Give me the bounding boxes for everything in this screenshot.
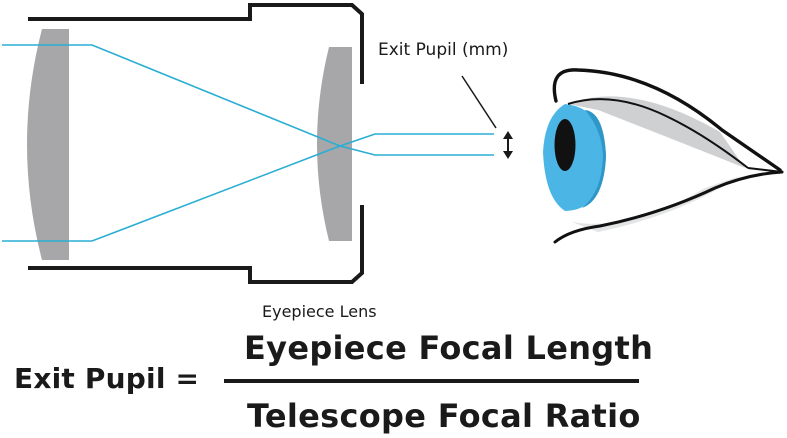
light-ray-upper: [2, 44, 494, 147]
exit-pupil-label: Exit Pupil (mm): [378, 40, 509, 60]
formula-numerator: Eyepiece Focal Length: [244, 329, 654, 367]
telescope-tube-bottom: [28, 205, 364, 284]
fraction-bar: [224, 379, 639, 383]
telescope-tube-top: [28, 3, 364, 84]
formula-left-hand-side: Exit Pupil =: [14, 362, 200, 395]
formula-denominator: Telescope Focal Ratio: [247, 397, 641, 435]
exit-pupil-pointer: [461, 75, 497, 129]
light-ray-lower: [2, 145, 494, 242]
eye-icon: [543, 68, 784, 244]
objective-lens: [27, 29, 69, 260]
eyepiece-lens-label: Eyepiece Lens: [262, 302, 377, 321]
exit-pupil-arrow: [503, 131, 513, 159]
